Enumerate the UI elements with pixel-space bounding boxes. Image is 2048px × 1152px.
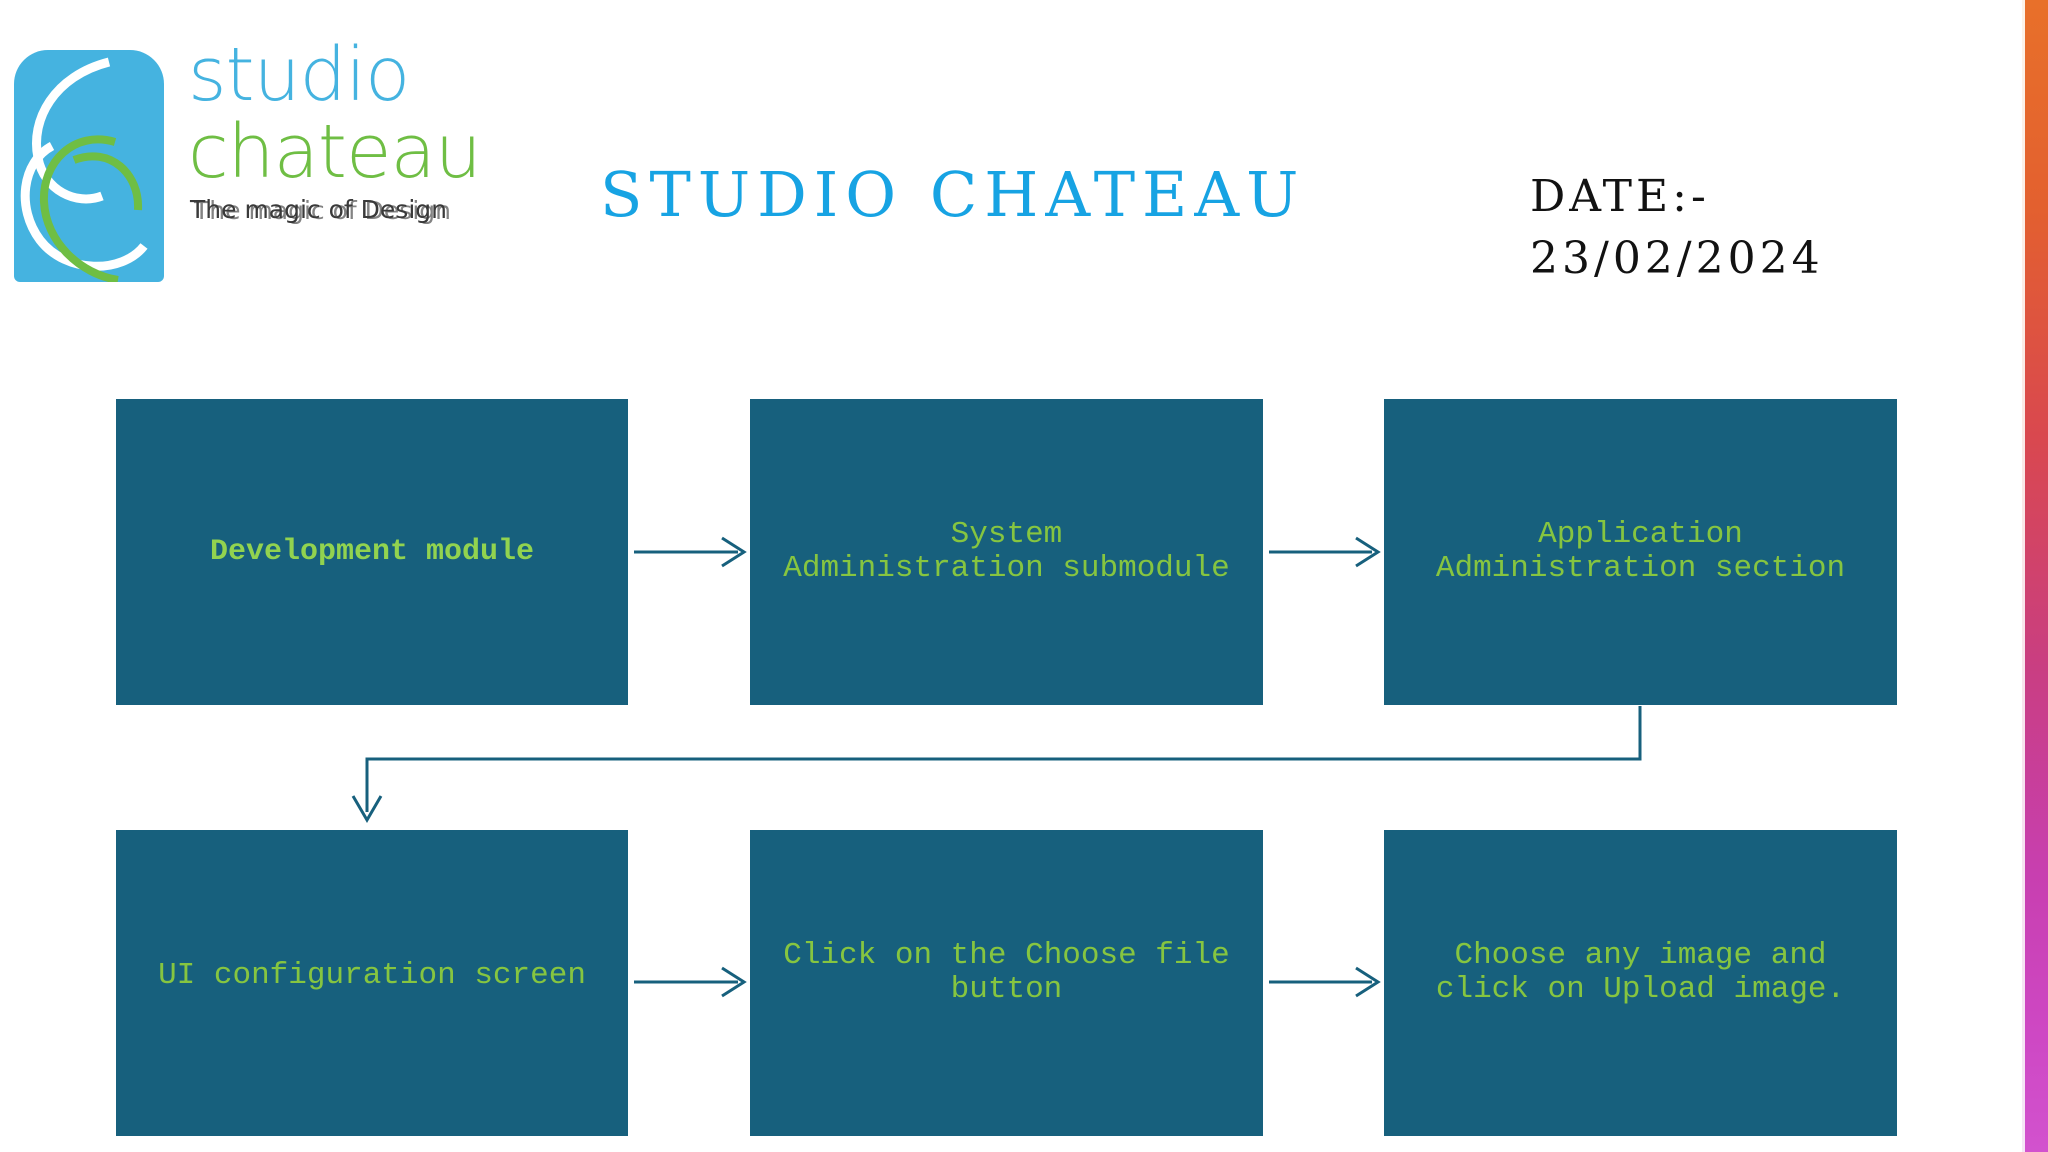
flow-node-development-module[interactable]: Development module: [116, 399, 628, 705]
logo-mark-icon: [14, 50, 164, 282]
studio-chateau-logo: studio chateau The magic of Design The m…: [14, 38, 494, 288]
edge-gradient-strip: [2025, 0, 2048, 1152]
flow-node-label: UI configuration screen: [158, 958, 586, 993]
logo-word-studio: studio: [188, 32, 410, 118]
edge-strip-glow: [2022, 0, 2025, 1152]
date-label: DATE:-: [1530, 171, 1710, 222]
flow-node-ui-configuration-screen[interactable]: UI configuration screen: [116, 830, 628, 1136]
flow-node-choose-image-upload[interactable]: Choose any image and click on Upload ima…: [1384, 830, 1897, 1136]
flow-node-label: Development module: [209, 535, 535, 569]
flow-node-label: System Administration submodule: [783, 517, 1230, 586]
connector-n2-n3: [1269, 536, 1381, 568]
logo-swirl-icon: [20, 57, 148, 282]
logo-tagline-group: The magic of Design The magic of Design: [188, 196, 488, 226]
flow-node-label: Click on the Choose file button: [783, 938, 1230, 1007]
connector-n4-n5: [634, 966, 747, 998]
logo-tagline-ghost: The magic of Design: [194, 196, 451, 225]
logo-wordmark: studio chateau The magic of Design The m…: [188, 38, 488, 226]
flow-node-label: Application Administration section: [1435, 517, 1846, 586]
date-block: DATE:- 23/02/2024: [1530, 166, 1824, 290]
date-value: 23/02/2024: [1530, 233, 1824, 284]
flow-node-system-administration-submodule[interactable]: System Administration submodule: [750, 399, 1263, 705]
connector-n1-n2: [634, 536, 747, 568]
logo-word-chateau: chateau: [188, 109, 482, 195]
logo-tagline: The magic of Design: [190, 195, 447, 224]
connector-n5-n6: [1269, 966, 1381, 998]
page-title: STUDIO CHATEAU: [600, 158, 1306, 231]
flow-node-application-administration-section[interactable]: Application Administration section: [1384, 399, 1897, 705]
flow-node-click-choose-file-button[interactable]: Click on the Choose file button: [750, 830, 1263, 1136]
connector-n3-n4: [351, 706, 1642, 823]
flow-node-label: Choose any image and click on Upload ima…: [1435, 938, 1846, 1007]
